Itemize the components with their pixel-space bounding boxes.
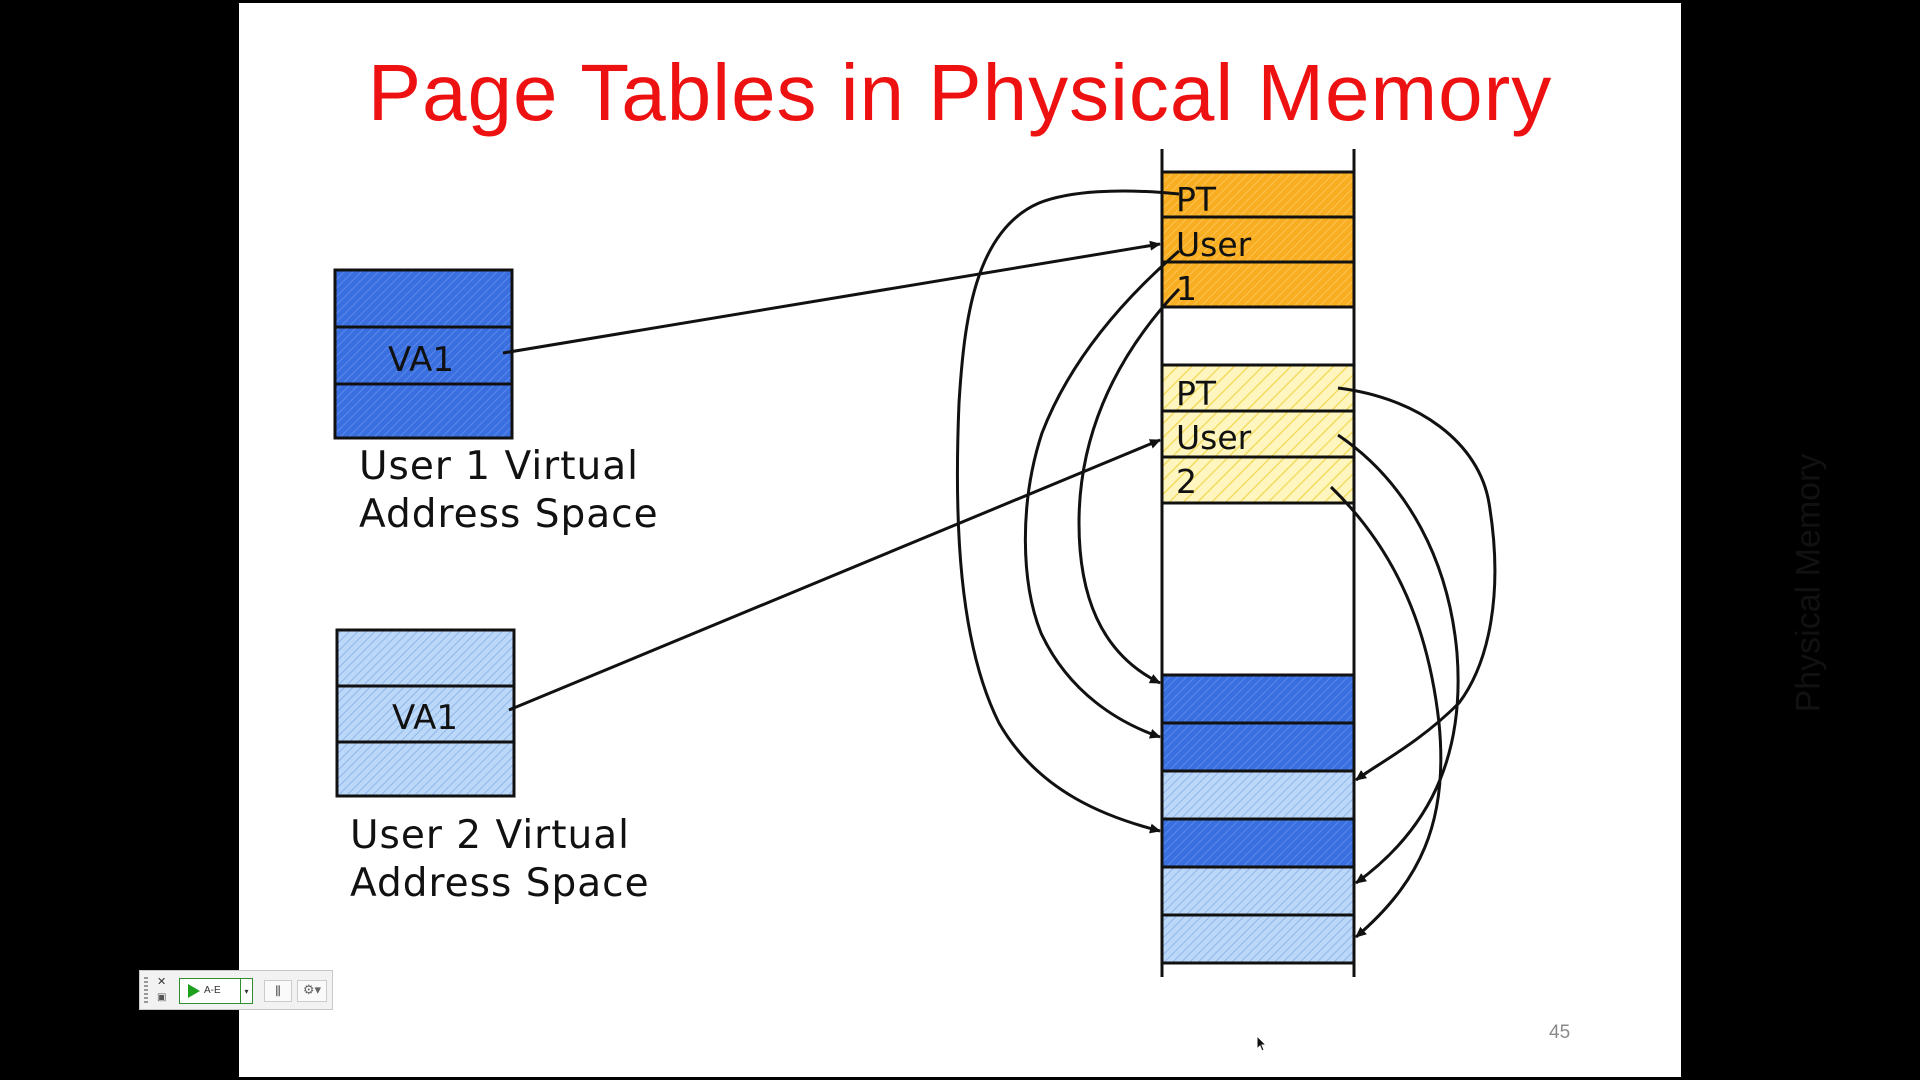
arrow-pt1-1-to-frame-1 (1077, 287, 1181, 685)
pt2-label-pt: PT (1176, 374, 1217, 413)
mouse-cursor-icon (1256, 1035, 1268, 1052)
play-button-label: A-E (204, 985, 221, 996)
pt1-label-user: User (1176, 225, 1252, 264)
physical-memory-label: Physical Memory (1789, 453, 1828, 713)
play-button[interactable]: A-E (179, 978, 241, 1004)
pt1-row-user (1160, 215, 1356, 264)
pt2-label-user: User (1176, 418, 1252, 457)
user1-caption-line1: User 1 Virtual (359, 444, 639, 489)
frame-5-user2 (1160, 865, 1356, 917)
user2-page-top (335, 628, 516, 688)
physical-memory-column: PT User 1 PT User 2 (1160, 149, 1356, 977)
user1-page-top (333, 268, 514, 329)
close-icon[interactable]: ✕ (157, 975, 167, 988)
arrow-user2-va1-to-pt2-user (508, 438, 1161, 712)
pt2-row-user (1160, 409, 1356, 459)
user2-caption-line2: Address Space (350, 861, 650, 906)
page-number: 45 (1549, 1022, 1571, 1043)
play-icon (188, 984, 200, 998)
presentation-toolbar: ✕ ▣ A-E ▾ ⫼ ⚙▾ (139, 970, 333, 1010)
user2-page-va1 (335, 684, 516, 744)
arrow-pt2-user-to-frame-5 (1337, 433, 1460, 885)
pt2-label-num: 2 (1176, 462, 1197, 501)
frame-6-user2 (1160, 913, 1356, 965)
slide: Page Tables in Physical Memory (239, 3, 1828, 1077)
user2-address-space: VA1 (335, 628, 516, 798)
arrow-user1-va1-to-pt1-user (502, 240, 1161, 355)
arrow-pt2-2-to-frame-6 (1329, 485, 1443, 939)
user1-caption-line2: Address Space (359, 492, 659, 537)
toolbar-grip-handle[interactable] (144, 977, 148, 1005)
pt2-row-pt (1160, 363, 1356, 413)
pt1-row-pt (1160, 170, 1356, 219)
arrow-pt1-pt-to-frame-4 (955, 189, 1180, 834)
user1-page-va1 (333, 325, 514, 386)
restore-icon[interactable]: ▣ (157, 992, 167, 1003)
pt1-label-pt: PT (1176, 180, 1217, 219)
arrow-pt2-pt-to-frame-3 (1337, 386, 1497, 782)
user1-address-space: VA1 (333, 268, 514, 440)
frame-4-user1 (1160, 817, 1356, 869)
user2-caption-line1: User 2 Virtual (350, 813, 630, 858)
mapping-arrows (502, 189, 1497, 939)
pt2-row-2 (1160, 455, 1356, 505)
page-table-diagram: VA1 VA1 PT User 1 PT User 2 (333, 149, 1497, 977)
frame-1-user1 (1160, 673, 1356, 725)
pt1-label-num: 1 (1176, 269, 1197, 308)
user1-va1-label: VA1 (388, 340, 454, 380)
frame-3-user2 (1160, 769, 1356, 821)
user2-page-bottom (335, 740, 516, 798)
user1-page-bottom (333, 382, 514, 440)
arrow-pt1-user-to-frame-2 (1023, 249, 1180, 739)
play-dropdown-button[interactable]: ▾ (241, 978, 253, 1004)
user2-va1-label: VA1 (392, 698, 458, 738)
gear-icon[interactable]: ⚙▾ (297, 980, 327, 1002)
pt1-row-1 (1160, 260, 1356, 309)
slide-title: Page Tables in Physical Memory (367, 48, 1553, 137)
bars-icon[interactable]: ⫼ (264, 980, 292, 1002)
frame-2-user1 (1160, 721, 1356, 773)
